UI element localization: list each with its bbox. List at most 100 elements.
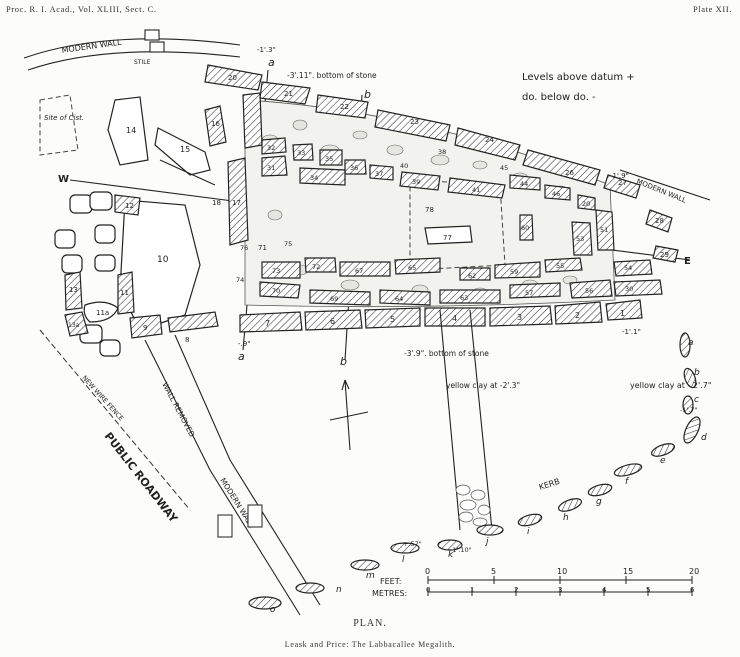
svg-text:h: h (563, 513, 569, 523)
yellow-clay-right: yellow clay at - 2'.7" (630, 381, 712, 390)
svg-text:77: 77 (443, 234, 452, 242)
svg-text:24: 24 (485, 136, 494, 144)
svg-text:55: 55 (556, 262, 564, 270)
svg-text:j: j (484, 537, 489, 547)
svg-text:59: 59 (510, 268, 518, 276)
svg-text:54: 54 (624, 264, 632, 272)
lvl-c: -1'.7" (680, 406, 697, 414)
svg-text:53: 53 (576, 235, 584, 243)
left-boulders (54, 191, 121, 357)
svg-text:18: 18 (212, 199, 221, 207)
svg-text:3: 3 (517, 313, 522, 322)
wire-fence-line (39, 329, 191, 511)
svg-text:29: 29 (660, 251, 669, 259)
svg-text:g: g (596, 497, 602, 507)
a-top-label: a (268, 56, 275, 69)
feet-tick-label: 15 (623, 567, 633, 576)
modern-wall-top-inner (27, 51, 241, 71)
w-label: W (58, 174, 69, 185)
b-bottom-label: b (340, 355, 347, 368)
svg-text:c: c (694, 395, 699, 405)
stone-77 (424, 225, 473, 245)
stone-5-upper (242, 92, 263, 149)
lvl-b1: -.9" (238, 340, 250, 348)
svg-text:5: 5 (390, 315, 395, 324)
svg-text:33: 33 (297, 149, 305, 157)
metres-tick-label: 1 (470, 586, 474, 594)
svg-text:9: 9 (143, 324, 147, 332)
metres-tick-label: 6 (690, 586, 695, 594)
wall-bottom-right (174, 334, 321, 606)
stone-9 (129, 314, 163, 339)
feet-tick-label: 10 (557, 567, 567, 576)
svg-text:2: 2 (575, 311, 580, 320)
b-top-label: b (364, 88, 371, 101)
wall-post-2 (247, 504, 263, 528)
svg-text:39: 39 (412, 178, 420, 186)
inner-stones (259, 137, 663, 306)
north-arrow (329, 379, 369, 451)
feet-tick-label: 20 (689, 567, 699, 576)
svg-text:78: 78 (425, 206, 434, 214)
svg-text:27: 27 (618, 179, 627, 187)
yellow-clay-mid: yellow clay at -2'.3" (446, 381, 520, 390)
modern-wall-top-outer (23, 38, 241, 59)
svg-text:72: 72 (312, 263, 320, 271)
svg-text:22: 22 (340, 103, 349, 111)
stile-label: STILE (134, 59, 151, 66)
svg-text:75: 75 (284, 240, 292, 248)
kerb-letters: abc def ghi jkl mno (270, 338, 707, 615)
svg-text:30: 30 (625, 285, 633, 293)
lvl-tl: -1'.3" (257, 46, 276, 54)
svg-text:17: 17 (232, 199, 241, 207)
wire-fence-label: NEW WIRE FENCE (81, 374, 126, 422)
svg-text:11: 11 (120, 289, 129, 297)
svg-text:a: a (688, 338, 694, 348)
bottom-of-stone-top: -3'.11". bottom of stone (287, 71, 377, 80)
kerb-stones (248, 332, 701, 610)
svg-text:74: 74 (236, 276, 244, 284)
svg-text:40: 40 (400, 162, 408, 170)
metres-tick-label: 0 (426, 586, 430, 594)
svg-text:6: 6 (330, 317, 335, 326)
svg-text:37: 37 (375, 170, 383, 178)
svg-text:m: m (366, 571, 375, 581)
svg-text:62: 62 (468, 272, 476, 280)
site-of-cist-label: Site of Cist. (44, 114, 84, 122)
svg-text:65: 65 (408, 264, 416, 272)
svg-text:51: 51 (600, 226, 608, 234)
svg-text:i: i (527, 527, 530, 537)
svg-text:4: 4 (452, 314, 457, 323)
svg-text:10: 10 (157, 255, 169, 265)
svg-text:20: 20 (582, 200, 590, 208)
plan-caption: PLAN. (353, 618, 387, 629)
scale-feet-label: FEET: (380, 577, 401, 586)
svg-text:34: 34 (310, 174, 318, 182)
svg-text:e: e (660, 456, 666, 466)
svg-text:21: 21 (284, 90, 293, 98)
svg-text:60: 60 (521, 224, 529, 232)
modern-wall-right-line (619, 169, 711, 201)
metres-tick-label: 3 (558, 586, 562, 594)
svg-text:46: 46 (552, 190, 560, 198)
svg-text:13a: 13a (68, 322, 80, 329)
legend-line-1: Levels above datum + (522, 72, 635, 83)
svg-text:15: 15 (180, 145, 190, 154)
svg-text:44: 44 (520, 180, 528, 188)
svg-text:70: 70 (272, 287, 280, 295)
svg-text:31: 31 (267, 164, 275, 172)
bottom-row-stones (239, 299, 643, 333)
scale-metres-label: METRES: (372, 589, 407, 598)
modern-wall-top-label: MODERN WALL (61, 38, 123, 55)
metres-tick-label: 4 (602, 586, 607, 594)
svg-text:13: 13 (69, 286, 78, 294)
legend-line-2: do. below do. - (522, 92, 596, 103)
svg-text:o: o (270, 605, 276, 615)
wall-post-1 (217, 514, 233, 538)
e-label: E (684, 256, 691, 267)
stone-12 (114, 194, 141, 216)
stone-15 (154, 127, 211, 176)
